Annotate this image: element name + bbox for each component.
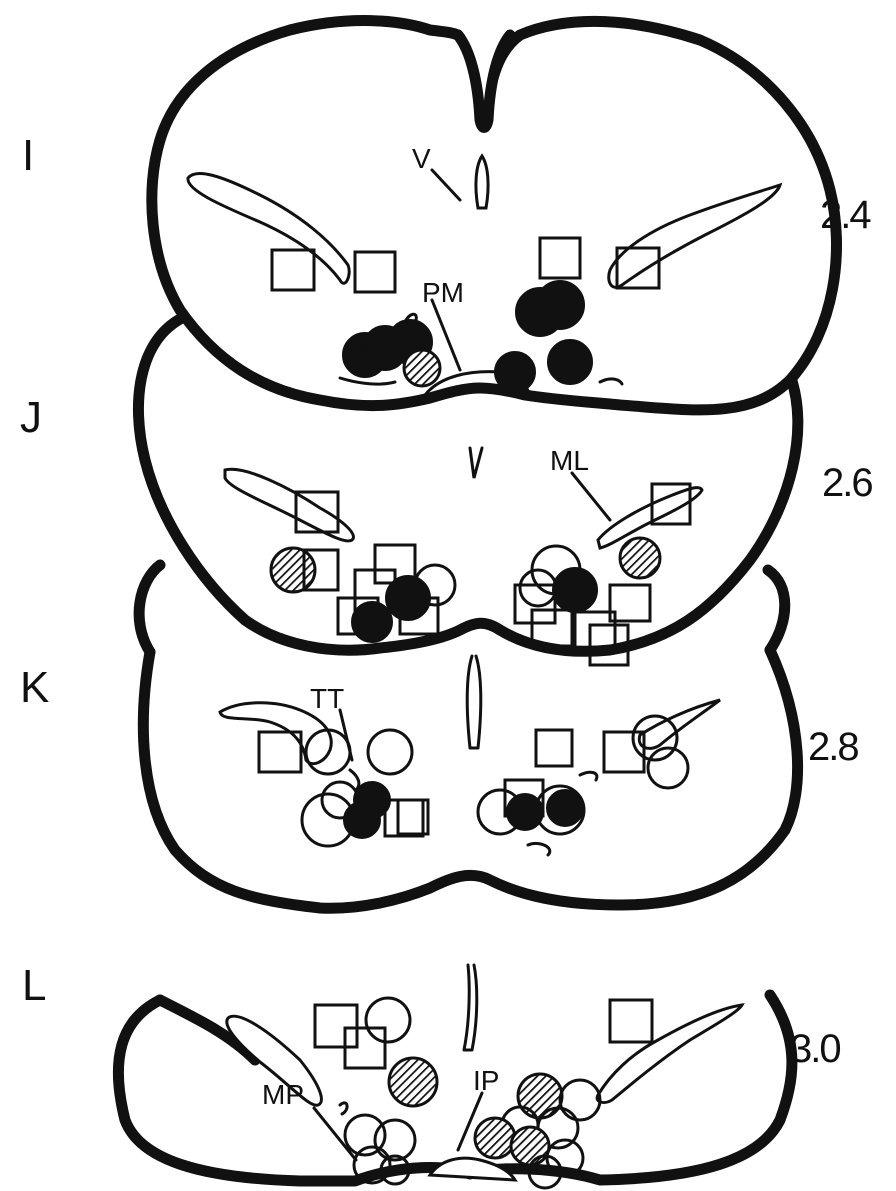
section-i-filled-circle [536, 281, 584, 329]
section-j-hatched-circle [620, 538, 660, 578]
section-k-outline [143, 650, 797, 908]
section-l-hatched-circle [389, 1058, 437, 1106]
section-label: J [20, 393, 42, 442]
structure-label-v: V [412, 143, 431, 174]
section-i-hatched-circle [404, 350, 440, 386]
section-i-filled-circle [548, 340, 592, 384]
section-j-filled-circle [553, 568, 597, 612]
section-k-top-edge-left [139, 565, 160, 652]
section-l-hatched-circle [511, 1127, 549, 1165]
section-l [118, 965, 792, 1188]
structure-label-pm: PM [422, 277, 464, 308]
level-label: 2.4 [820, 193, 871, 237]
section-j-filled-circle [386, 576, 430, 620]
section-k-filled-circle [344, 802, 380, 838]
section-l-hatched-circle [475, 1118, 515, 1158]
section-label: L [22, 961, 46, 1010]
structure-label-ip: IP [473, 1065, 499, 1096]
structure-label-mp: MP [262, 1079, 304, 1110]
structure-label-tt: TT [310, 683, 344, 714]
level-label: 2.6 [822, 461, 872, 505]
level-label: 2.8 [808, 725, 858, 769]
level-label: 3.0 [790, 1027, 840, 1071]
section-j-filled-circle [352, 602, 392, 642]
section-l-hatched-circle [518, 1074, 562, 1118]
section-i [152, 21, 837, 410]
section-j-hatched-circle [271, 548, 315, 592]
section-label: K [20, 663, 49, 712]
section-label: I [22, 131, 34, 180]
section-k-top-edge-right [768, 570, 785, 650]
structure-label-ml: ML [550, 445, 589, 476]
